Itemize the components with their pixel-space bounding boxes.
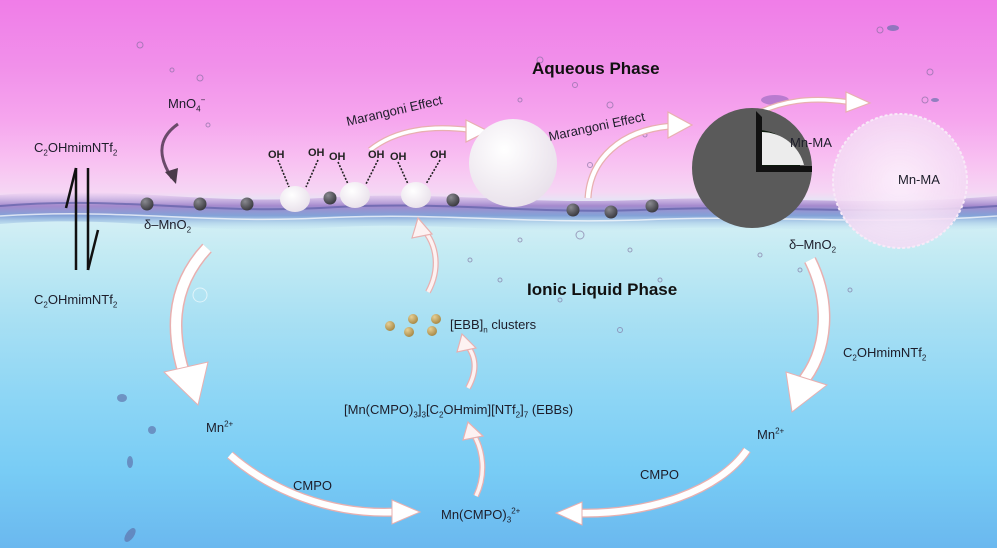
il-left-c: C [34, 292, 44, 307]
il-left-body: OHmimNTf [47, 292, 113, 307]
hydroxyl-label: OH [430, 149, 447, 161]
ebbs-sub-4: 2 [515, 410, 521, 420]
white-droplet [469, 119, 557, 207]
ebb-clusters-suffix: clusters [487, 317, 537, 332]
delta-mno2-right-sub: 2 [831, 245, 837, 255]
mno2-particle [604, 205, 618, 219]
mno2-particle [566, 203, 580, 217]
mn-ma-label-bubble: Mn-MA [898, 172, 940, 187]
interface-highlight [0, 212, 997, 222]
il-left-sub1: 2 [43, 300, 48, 310]
ebbs-sub-5: 7 [523, 410, 529, 420]
mn2-right-body: Mn [757, 427, 776, 442]
ebb-clusters-label: [EBB]n clusters [450, 317, 537, 334]
ebbs-sub-2: 3 [421, 410, 426, 420]
equilibrium-arrows [64, 167, 100, 271]
ionic-liquid-label-right: C2OHmimNTf2 [843, 345, 926, 362]
cmpo-label-left: CMPO [293, 478, 332, 493]
ebbs-part-a: [Mn(CMPO) [344, 402, 414, 417]
mno2-particles [140, 191, 659, 219]
ebbs-sub-1: 3 [413, 410, 418, 420]
delta-mno2-left-body: δ–MnO [144, 217, 187, 232]
il-right-body: OHmimNTf [856, 345, 922, 360]
mn-cmpo-complex-label: Mn(CMPO)32+ [441, 506, 521, 524]
permanganate-label: MnO4− [168, 95, 206, 113]
hydroxyl-droplets [277, 159, 441, 212]
hydroxyl-label: OH [329, 151, 346, 163]
permanganate-sub: 4 [196, 104, 201, 114]
interface-line [0, 201, 997, 212]
hydroxyl-label: OH [308, 147, 325, 159]
mn-ma-bubble [832, 113, 968, 249]
delta-mno2-label-left: δ–MnO2 [144, 217, 191, 234]
hydroxyl-label: OH [390, 151, 407, 163]
ebbs-part-b: ] [417, 402, 422, 417]
ebbs-formula-label: [Mn(CMPO)3]3[C2OHmim][NTf2]7 (EBBs) [344, 402, 574, 419]
mn2-left-body: Mn [206, 420, 225, 435]
ebb-clusters-body: [EBB] [450, 317, 484, 332]
mn2-label-left: Mn2+ [206, 419, 234, 435]
delta-mno2-label-right: δ–MnO2 [789, 237, 836, 254]
ionic-liquid-phase-title: Ionic Liquid Phase [527, 280, 678, 299]
il-top-sub2: 2 [112, 148, 118, 158]
ebbs-sub-3: 2 [438, 410, 444, 420]
upward-arrows [411, 216, 486, 498]
mno2-particle [446, 193, 460, 207]
mn-cmpo-charge: 2+ [511, 506, 521, 516]
mn-cmpo-body: Mn(CMPO) [441, 507, 507, 522]
mn2-label-right: Mn2+ [757, 426, 785, 442]
ebbs-part-c: [C [425, 402, 439, 417]
mn-cmpo-sub: 3 [506, 515, 512, 525]
bubbles [136, 26, 934, 333]
il-right-c: C [843, 345, 853, 360]
mn-ma-label-small: Mn-MA [790, 135, 832, 150]
ionic-liquid-label-left: C2OHmimNTf2 [34, 292, 117, 309]
permanganate-base: MnO [168, 96, 197, 111]
il-right-sub2: 2 [921, 353, 927, 363]
mn2-right-charge: 2+ [775, 426, 785, 436]
ebb-cluster-particles [385, 314, 441, 337]
permanganate-arrowhead [165, 168, 178, 184]
il-top-c: C [34, 140, 44, 155]
il-right-sub1: 2 [852, 353, 857, 363]
delta-mno2-right-body: δ–MnO [789, 237, 832, 252]
mno2-particle [323, 191, 337, 205]
hydroxyl-label: OH [268, 149, 285, 161]
ebbs-part-d: OHmim][NTf [443, 402, 516, 417]
mno2-particle [240, 197, 254, 211]
marangoni-arrows [368, 91, 872, 199]
hydroxyl-label: OH [368, 149, 385, 161]
ionic-liquid-label-top: C2OHmimNTf2 [34, 140, 117, 157]
aqueous-phase-title: Aqueous Phase [532, 59, 660, 78]
mno2-particle [193, 197, 207, 211]
delta-mno2-left-sub: 2 [186, 225, 192, 235]
mno2-particle [645, 199, 659, 213]
cmpo-label-right: CMPO [640, 467, 679, 482]
mno2-particle [140, 197, 154, 211]
ebb-clusters-sub: n [483, 325, 488, 335]
ebbs-part-f: (EBBs) [528, 402, 574, 417]
core-shell-sphere [692, 108, 812, 228]
il-top-body: OHmimNTf [47, 140, 113, 155]
il-top-sub1: 2 [43, 148, 48, 158]
permanganate-charge: − [200, 95, 206, 105]
cycle-arrows [162, 243, 831, 526]
il-left-sub2: 2 [112, 300, 118, 310]
ebbs-part-e: ] [520, 402, 524, 417]
mn2-left-charge: 2+ [224, 419, 234, 429]
